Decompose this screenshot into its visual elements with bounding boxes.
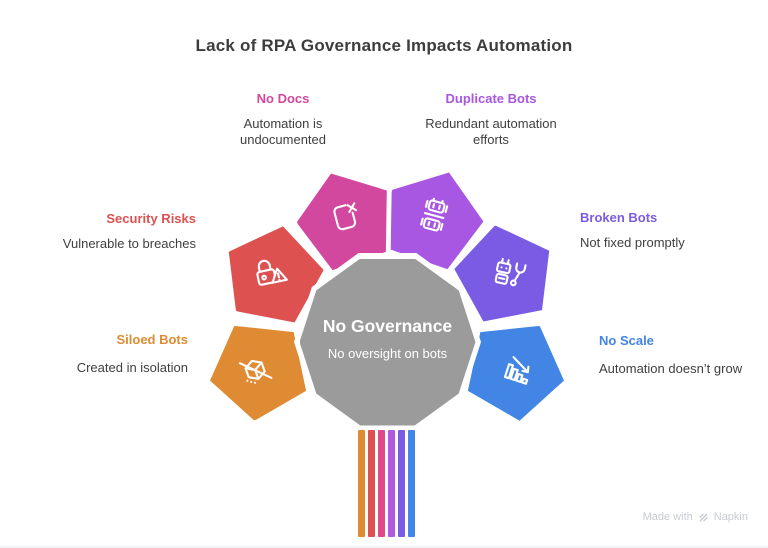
robot-wrench-icon	[483, 247, 535, 299]
label-security-risks-title: Security Risks	[106, 211, 196, 226]
label-siloed-bots-title: Siloed Bots	[116, 332, 188, 347]
label-no-docs-title: No Docs	[256, 91, 310, 106]
label-duplicate-bots-title: Duplicate Bots	[445, 91, 537, 106]
file-x-icon	[319, 190, 373, 244]
napkin-logo-icon	[699, 513, 708, 521]
label-security-risks: Security Risks Vulnerable to breaches	[16, 211, 196, 252]
duplicate-robots-icon	[407, 189, 461, 243]
label-broken-bots-title: Broken Bots	[580, 210, 658, 225]
label-no-docs-desc: Automation is undocumented	[239, 116, 326, 147]
center-decagon-fill: No Governance No oversight on bots	[299, 258, 476, 426]
watermark-brand: Napkin	[713, 511, 748, 523]
label-no-scale-desc: Automation doesn’t grow	[599, 361, 743, 376]
label-no-scale-title: No Scale	[599, 333, 654, 348]
label-no-scale: No Scale Automation doesn’t grow	[599, 333, 768, 377]
stripe-orange	[358, 430, 365, 537]
stripe-pink	[378, 430, 385, 537]
lock-warning-icon	[243, 248, 295, 300]
label-duplicate-bots: Duplicate Bots Redundant automation effo…	[406, 91, 576, 147]
page-title: Lack of RPA Governance Impacts Automatio…	[195, 36, 573, 55]
label-siloed-bots-desc: Created in isolation	[76, 360, 188, 375]
watermark-prefix: Made with	[642, 511, 693, 523]
declining-bars-icon	[491, 343, 546, 398]
center-title: No Governance	[322, 315, 453, 336]
color-stripes	[358, 430, 415, 537]
label-no-docs: No Docs Automation is undocumented	[203, 91, 363, 147]
label-duplicate-bots-desc: Redundant automation efforts	[425, 116, 557, 147]
stripe-violet	[398, 430, 405, 537]
label-siloed-bots: Siloed Bots Created in isolation	[8, 332, 188, 376]
label-broken-bots: Broken Bots Not fixed promptly	[580, 210, 768, 251]
isolated-cube-icon	[227, 343, 283, 399]
center-subtitle: No oversight on bots	[327, 345, 448, 361]
stripe-red	[368, 430, 375, 537]
label-broken-bots-desc: Not fixed promptly	[580, 235, 685, 250]
label-security-risks-desc: Vulnerable to breaches	[62, 236, 196, 251]
stripe-purple	[388, 430, 395, 537]
center-decagon: No Governance No oversight on bots	[294, 253, 481, 431]
made-with-napkin-badge[interactable]: Made with Napkin	[643, 511, 748, 523]
stripe-blue	[408, 430, 415, 537]
